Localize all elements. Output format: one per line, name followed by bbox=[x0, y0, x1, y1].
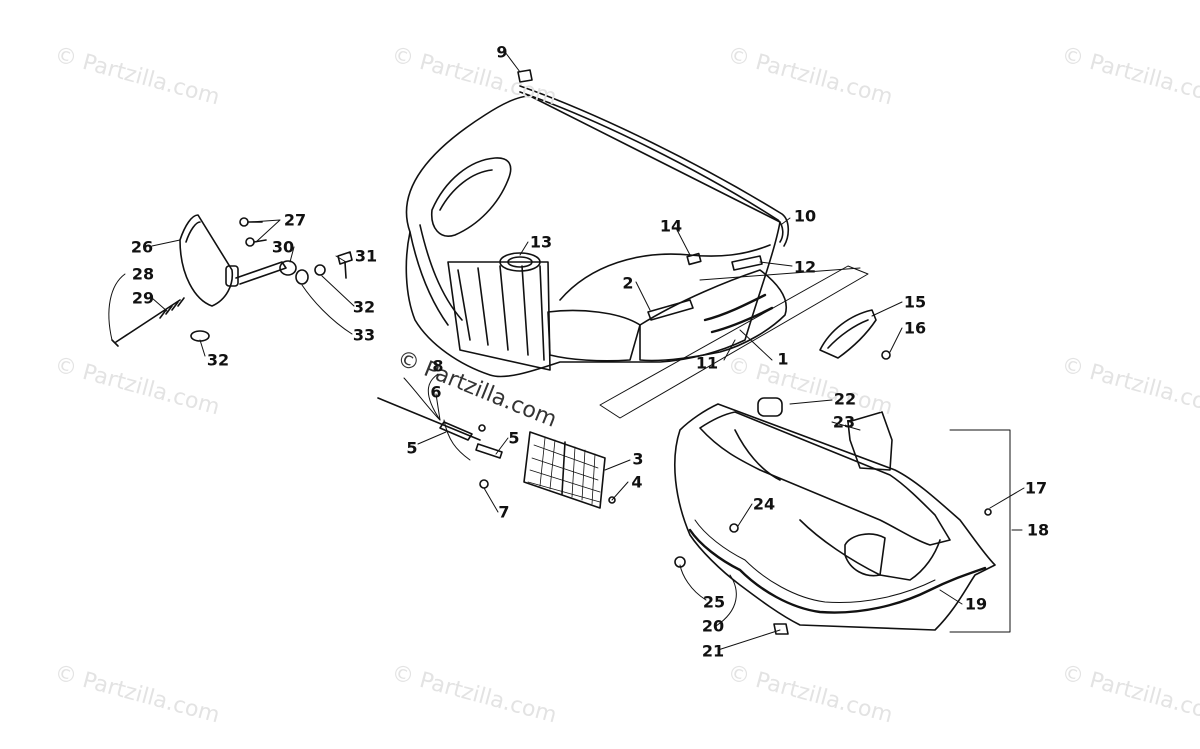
callout-label: 16 bbox=[903, 318, 927, 338]
callout-label: 24 bbox=[752, 494, 776, 514]
callout-label: 32 bbox=[206, 350, 230, 370]
grille-screen-part bbox=[523, 431, 616, 509]
callout-label: 32 bbox=[352, 297, 376, 317]
callout-label: 13 bbox=[529, 232, 553, 252]
callout-label: 5 bbox=[406, 438, 418, 458]
callout-label: 33 bbox=[352, 325, 376, 345]
leader-lines bbox=[108, 51, 1025, 651]
callout-label: 9 bbox=[496, 42, 508, 62]
callout-label: 23 bbox=[832, 412, 856, 432]
callout-label: 17 bbox=[1024, 478, 1048, 498]
bracket-part bbox=[819, 309, 891, 360]
callout-label: 5 bbox=[508, 428, 520, 448]
callout-label: 8 bbox=[432, 356, 444, 376]
callout-label: 19 bbox=[964, 594, 988, 614]
callout-label: 29 bbox=[131, 288, 155, 308]
callout-label: 2 bbox=[622, 273, 634, 293]
callout-label: 3 bbox=[632, 449, 644, 469]
callout-label: 14 bbox=[659, 216, 683, 236]
callout-label: 22 bbox=[833, 389, 857, 409]
headlight-assembly bbox=[111, 214, 353, 347]
callout-label: 11 bbox=[695, 353, 719, 373]
callout-label: 10 bbox=[793, 206, 817, 226]
callout-label: 18 bbox=[1026, 520, 1050, 540]
callout-label: 6 bbox=[430, 382, 442, 402]
hood-part bbox=[405, 95, 787, 378]
screw-part bbox=[517, 69, 533, 83]
rod-clip-part bbox=[377, 377, 503, 489]
callout-label: 31 bbox=[354, 246, 378, 266]
callout-label: 1 bbox=[777, 349, 789, 369]
callout-label: 4 bbox=[631, 472, 643, 492]
callout-label: 27 bbox=[283, 210, 307, 230]
callout-label: 7 bbox=[498, 502, 510, 522]
callout-label: 25 bbox=[702, 592, 726, 612]
trim-strip-part bbox=[519, 85, 790, 247]
callout-label: 21 bbox=[701, 641, 725, 661]
callout-label: 12 bbox=[793, 257, 817, 277]
callout-label: 15 bbox=[903, 292, 927, 312]
callout-label: 20 bbox=[701, 616, 725, 636]
callout-label: 26 bbox=[130, 237, 154, 257]
callout-label: 28 bbox=[131, 264, 155, 284]
callout-label: 30 bbox=[271, 237, 295, 257]
